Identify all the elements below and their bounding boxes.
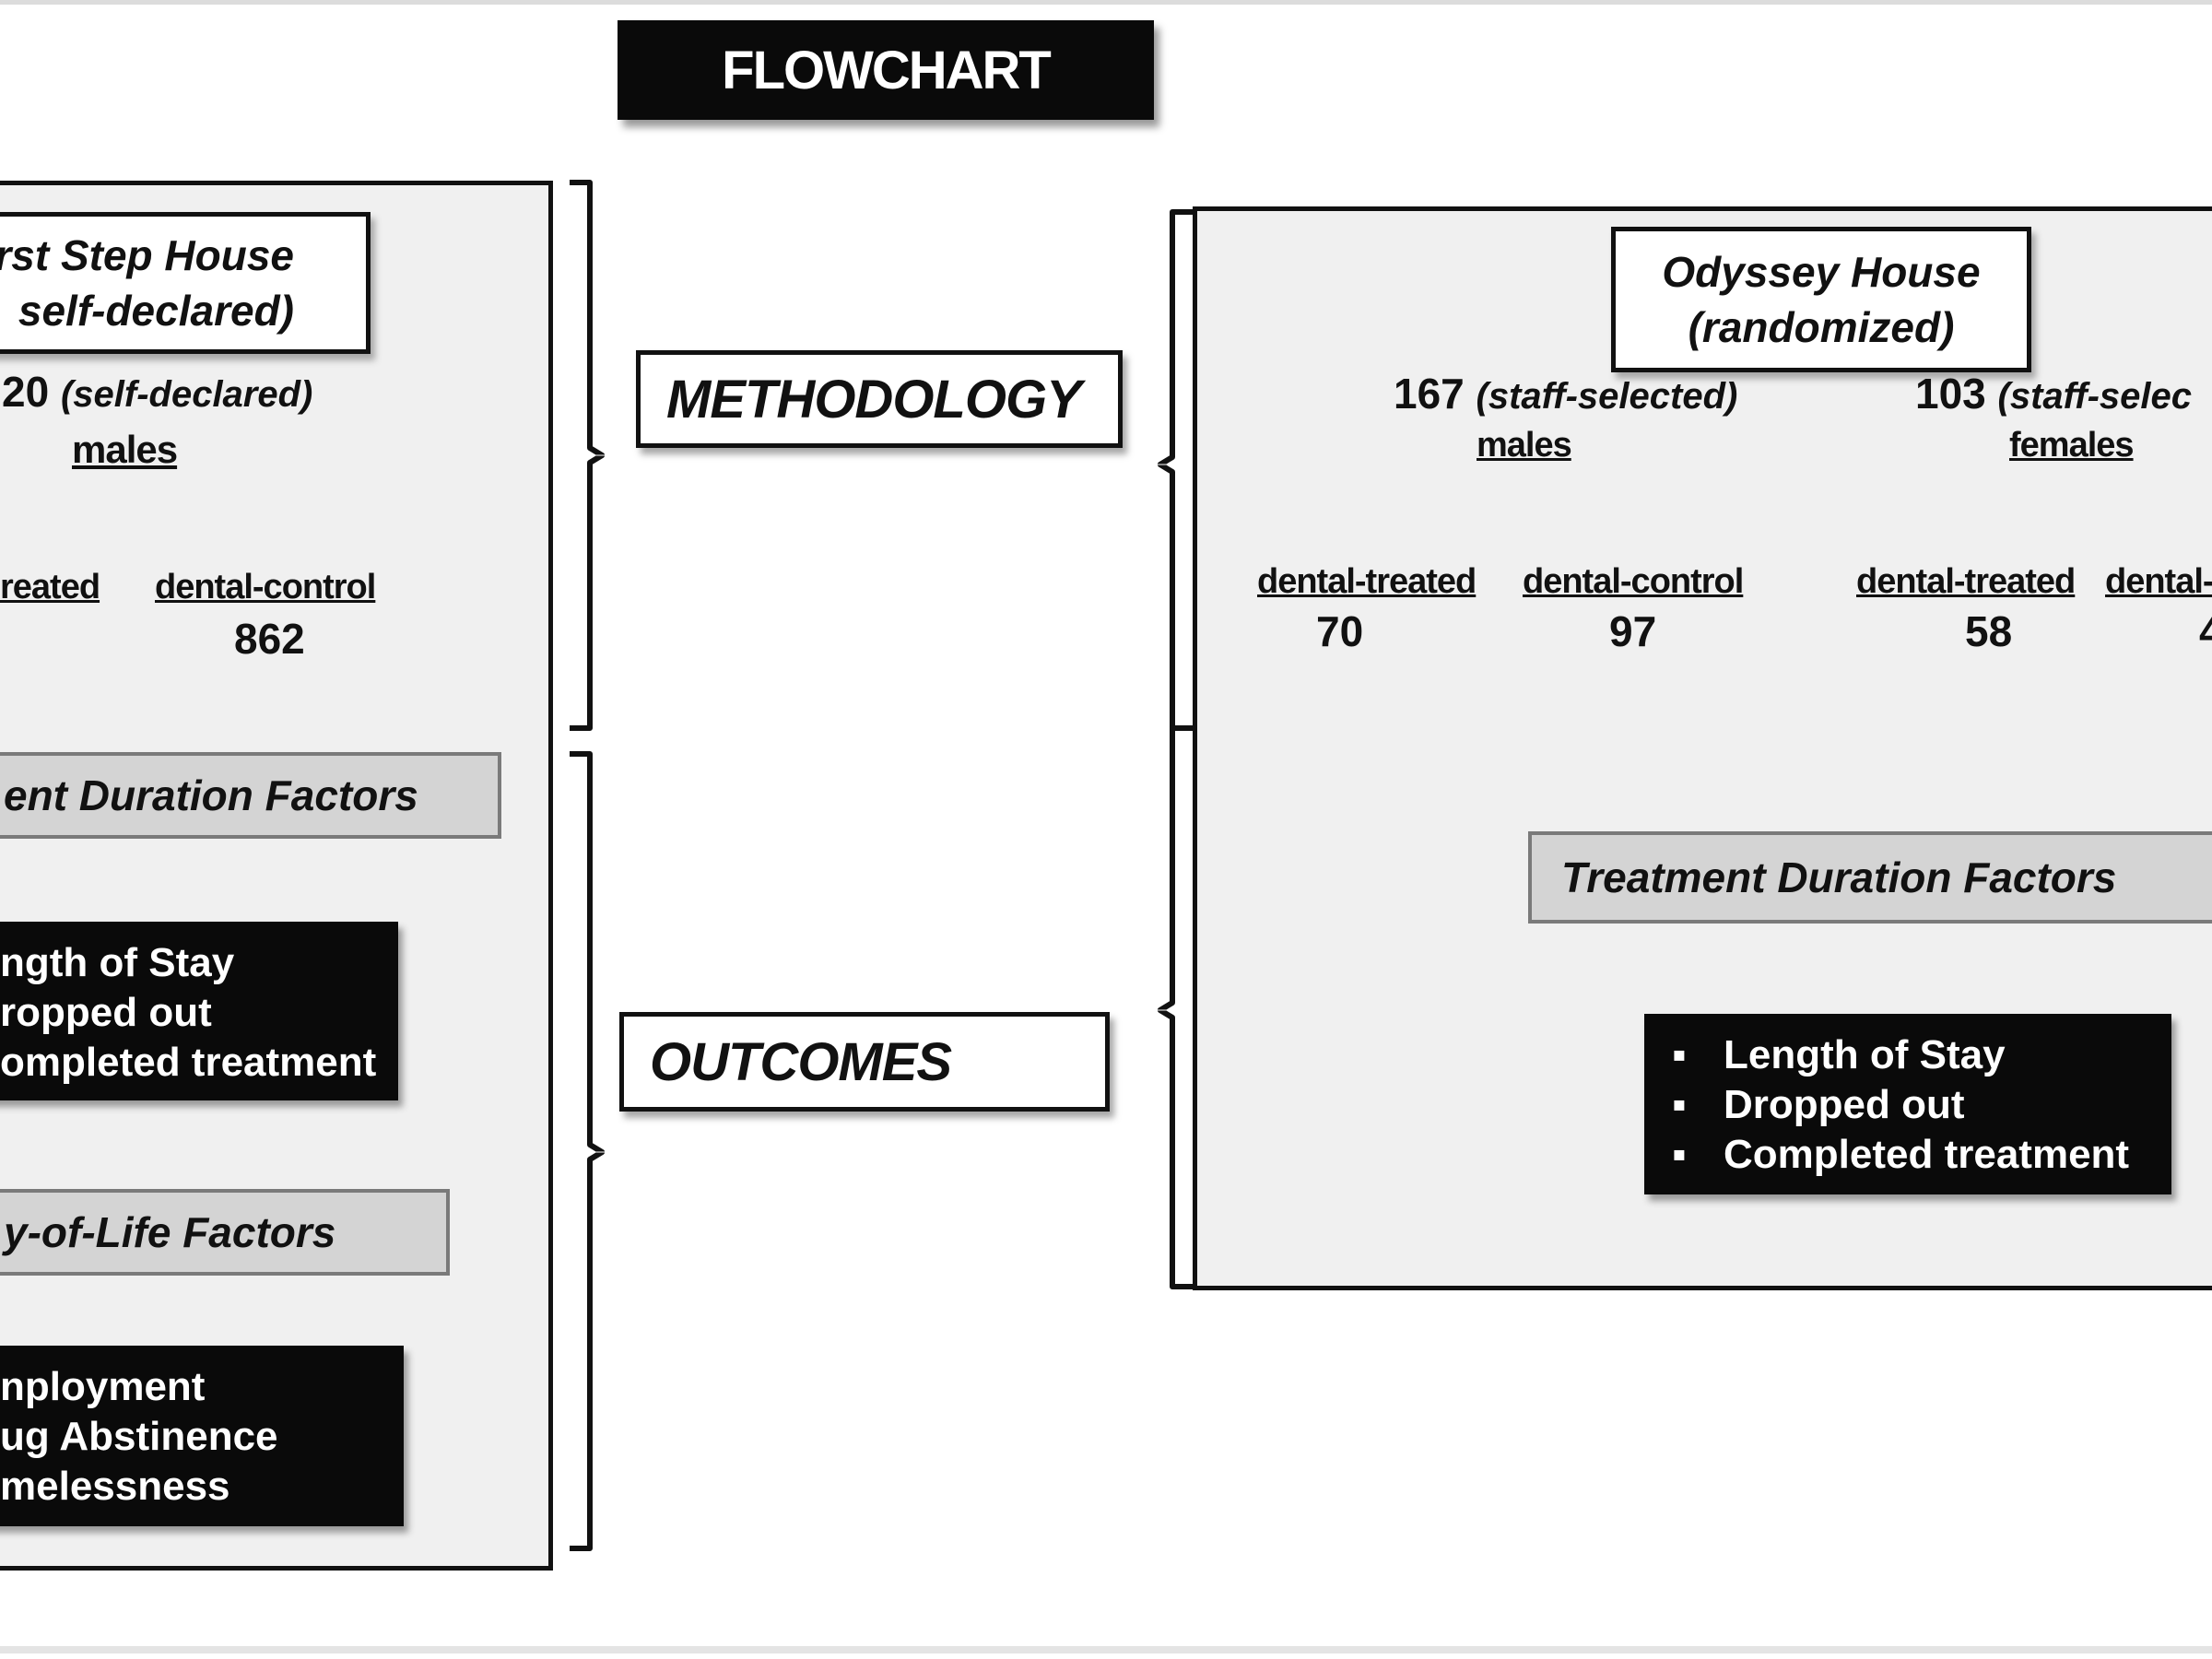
num-dental-treated-males: 70 — [1316, 607, 1364, 655]
left-num-control: 862 — [234, 615, 305, 663]
females-group-label: females — [2009, 426, 2135, 465]
females-count-value: 103 — [1915, 370, 1986, 418]
left-quality-of-life-box: y-of-Life Factors — [0, 1189, 450, 1276]
bullet-icon: ▪ — [1672, 1032, 1687, 1077]
bullet-icon: ▪ — [1672, 1082, 1687, 1127]
right-outcome-text: Length of Stay — [1724, 1032, 2006, 1077]
right-outcome-item: ▪ Completed treatment — [1672, 1130, 2171, 1180]
left-treatment-duration-box: ent Duration Factors — [0, 752, 501, 839]
right-outcome-text: Dropped out — [1724, 1082, 1965, 1127]
left-treatment-duration-label: ent Duration Factors — [4, 771, 418, 819]
left-quality-of-life-label: y-of-Life Factors — [4, 1208, 336, 1256]
left-qol-item: ug Abstinence — [0, 1414, 278, 1459]
right-treatment-duration-box: Treatment Duration Factors — [1528, 831, 2212, 924]
bottom-rule — [0, 1646, 2212, 1653]
females-count-note: (staff-selec — [1997, 376, 2192, 417]
left-count-note: (self-declared) — [60, 374, 313, 415]
right-outcomes-box: ▪ Length of Stay ▪ Dropped out ▪ Completed … — [1644, 1014, 2171, 1194]
left-outcome-item: ngth of Stay — [0, 940, 235, 985]
left-count-value: 20 — [2, 368, 50, 416]
sub-dental-treated: dental-treated — [1257, 562, 1477, 601]
left-outcome-item: ompleted treatment — [0, 1040, 377, 1085]
left-sub-treated: reated — [0, 568, 100, 606]
brace-right-methodology — [1157, 209, 1193, 731]
right-outcome-text: Completed treatment — [1724, 1132, 2130, 1177]
num-dental-control-males: 97 — [1609, 607, 1657, 655]
left-qol-outcomes-box: nployment ug Abstinence melessness — [0, 1346, 404, 1526]
first-step-house-box: rst Step House self-declared) — [0, 212, 371, 354]
odyssey-house-mode: (randomized) — [1688, 303, 1955, 351]
right-outcome-item: ▪ Dropped out — [1672, 1080, 2171, 1130]
num-dental-clipped: 4 — [2199, 607, 2212, 655]
males-count-value: 167 — [1394, 370, 1465, 418]
methodology-label: METHODOLOGY — [636, 350, 1123, 448]
males-count: 167 (staff-selected) — [1394, 369, 1737, 418]
left-outcome-item: ropped out — [0, 990, 212, 1035]
top-rule — [0, 0, 2212, 5]
first-step-house-name: rst Step House — [0, 231, 294, 279]
females-count: 103 (staff-selec — [1915, 369, 2212, 418]
left-sub-control: dental-control — [155, 568, 376, 606]
bullet-icon: ▪ — [1672, 1132, 1687, 1177]
left-qol-item: melessness — [0, 1464, 230, 1509]
sub-dental-treated: dental-treated — [1856, 562, 2076, 601]
left-count: 20 (self-declared) — [2, 367, 312, 417]
first-step-house-mode: self-declared) — [18, 287, 294, 335]
left-group-label: males — [72, 428, 178, 471]
sub-dental-clipped: dental- — [2105, 562, 2212, 601]
brace-right-outcomes — [1157, 725, 1193, 1289]
odyssey-house-name: Odyssey House — [1662, 248, 1981, 296]
brace-left-outcomes — [570, 751, 606, 1551]
left-qol-item: nployment — [0, 1364, 206, 1409]
flowchart-title: FLOWCHART — [618, 20, 1154, 120]
males-group-label: males — [1477, 426, 1572, 465]
right-outcome-item: ▪ Length of Stay — [1672, 1030, 2171, 1080]
left-outcomes-box: ngth of Stay ropped out ompleted treatme… — [0, 922, 398, 1100]
males-count-note: (staff-selected) — [1476, 376, 1738, 417]
num-dental-treated-females: 58 — [1965, 607, 2013, 655]
outcomes-label: OUTCOMES — [619, 1012, 1110, 1112]
right-treatment-duration-label: Treatment Duration Factors — [1561, 853, 2117, 901]
sub-dental-control: dental-control — [1523, 562, 1744, 601]
odyssey-house-box: Odyssey House (randomized) — [1611, 227, 2031, 372]
first-step-house-panel — [0, 181, 553, 1571]
